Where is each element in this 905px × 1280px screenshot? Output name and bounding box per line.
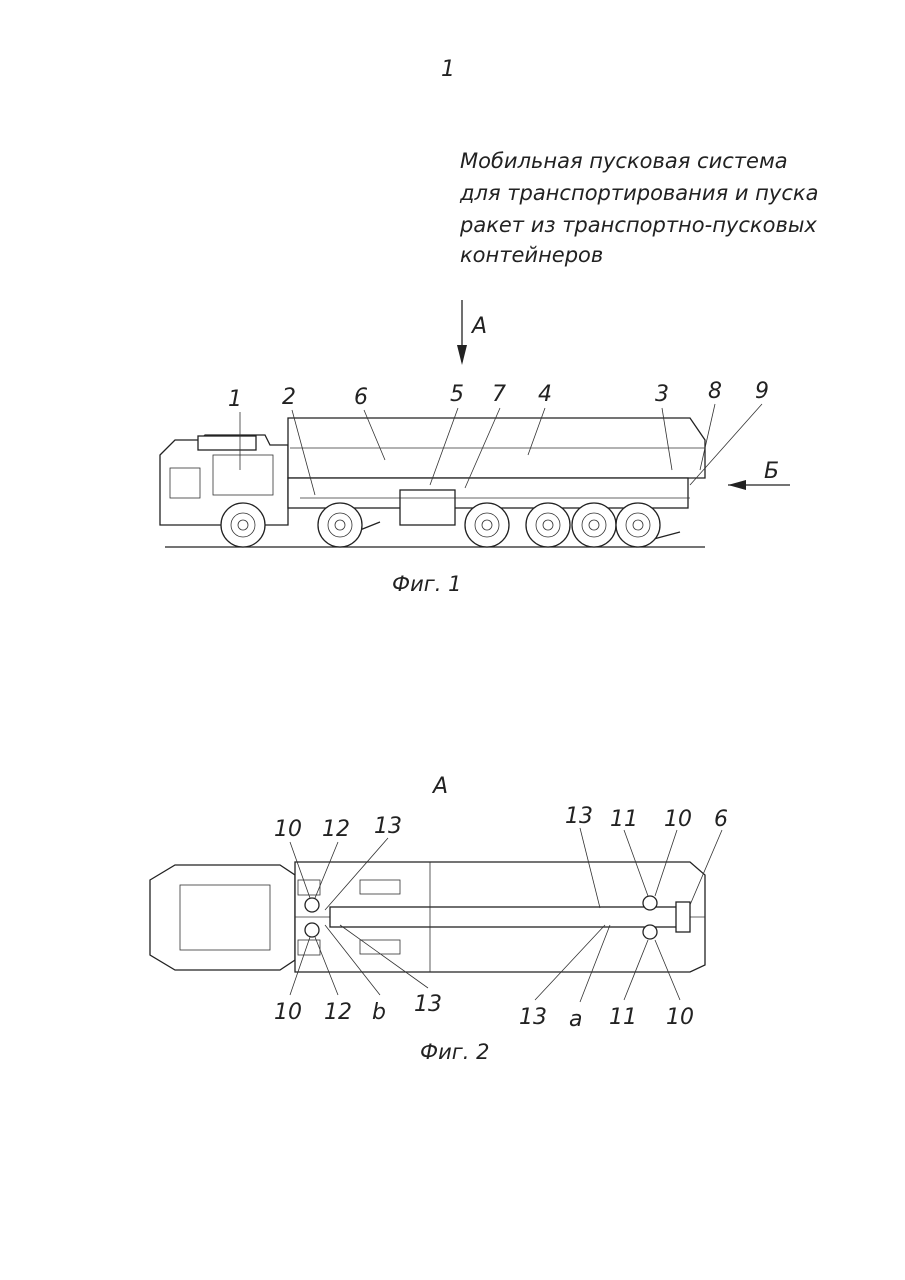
figure-1-caption: Фиг. 1 [392,572,461,596]
view-a-title: А [431,774,448,799]
wheel [481,519,493,531]
view-arrow-b-label: Б [764,459,779,484]
page-number: 1 [441,57,455,82]
callout-11: 11 [610,807,638,832]
wheel [581,512,607,538]
wheels [220,502,661,548]
title-line: ракет из транспортно-пусковых [459,213,817,237]
callout-12: 12 [322,817,350,842]
wheel [237,519,249,531]
callout-13: 13 [519,1005,547,1030]
view-arrow-a-label: А [470,314,487,339]
view-arrow-b: Б [728,459,790,490]
callout-8: 8 [708,379,722,404]
launch-beam [329,906,681,928]
wheel [542,519,554,531]
callout-7: 7 [492,382,506,407]
invention-title: Мобильная пусковая система для транспорт… [459,149,818,267]
callout-a: a [569,1007,582,1032]
callout-10: 10 [274,1000,302,1025]
figure-2-top-view: А 10 12 13 13 11 10 6 10 12 b 13 13 a [149,774,728,1064]
wheel [327,512,353,538]
callout-b: b [372,1000,386,1025]
wheel [571,502,617,548]
callout-9: 9 [755,379,769,404]
callout-13: 13 [414,992,442,1017]
callout-13: 13 [374,814,402,839]
callouts-bottom: 10 12 b 13 13 a 11 10 [274,992,694,1032]
wheel [474,512,500,538]
callouts-top: 10 12 13 13 11 10 6 [274,804,728,842]
callout-11: 11 [609,1005,637,1030]
cab-top [149,864,296,971]
callout-3: 3 [655,382,669,407]
wheel [525,502,571,548]
wheel [625,512,651,538]
callout-6: 6 [354,385,368,410]
view-arrow-a: А [457,300,487,365]
callout-10: 10 [274,817,302,842]
title-line: для транспортирования и пуска [459,181,818,205]
callout-1: 1 [228,387,242,412]
callout-2: 2 [282,385,296,410]
wheel [464,502,510,548]
wheel [220,502,266,548]
vehicle-chassis [159,417,706,541]
wheel [615,502,661,548]
callout-6: 6 [714,807,728,832]
callout-5: 5 [450,382,464,407]
callout-12: 12 [324,1000,352,1025]
wheel [632,519,644,531]
callout-10: 10 [664,807,692,832]
callout-13: 13 [565,804,593,829]
title-line: контейнеров [460,243,603,267]
wheel [588,519,600,531]
figure-1-side-view: А Б 1 2 6 5 7 4 3 8 9 Фиг. 1 [159,300,790,596]
figure-2-caption: Фиг. 2 [420,1040,489,1064]
wheel [334,519,346,531]
title-line: Мобильная пусковая система [460,149,788,173]
callout-10: 10 [666,1005,694,1030]
callout-4: 4 [538,382,552,407]
wheel [230,512,256,538]
wheel [535,512,561,538]
wheel [317,502,363,548]
